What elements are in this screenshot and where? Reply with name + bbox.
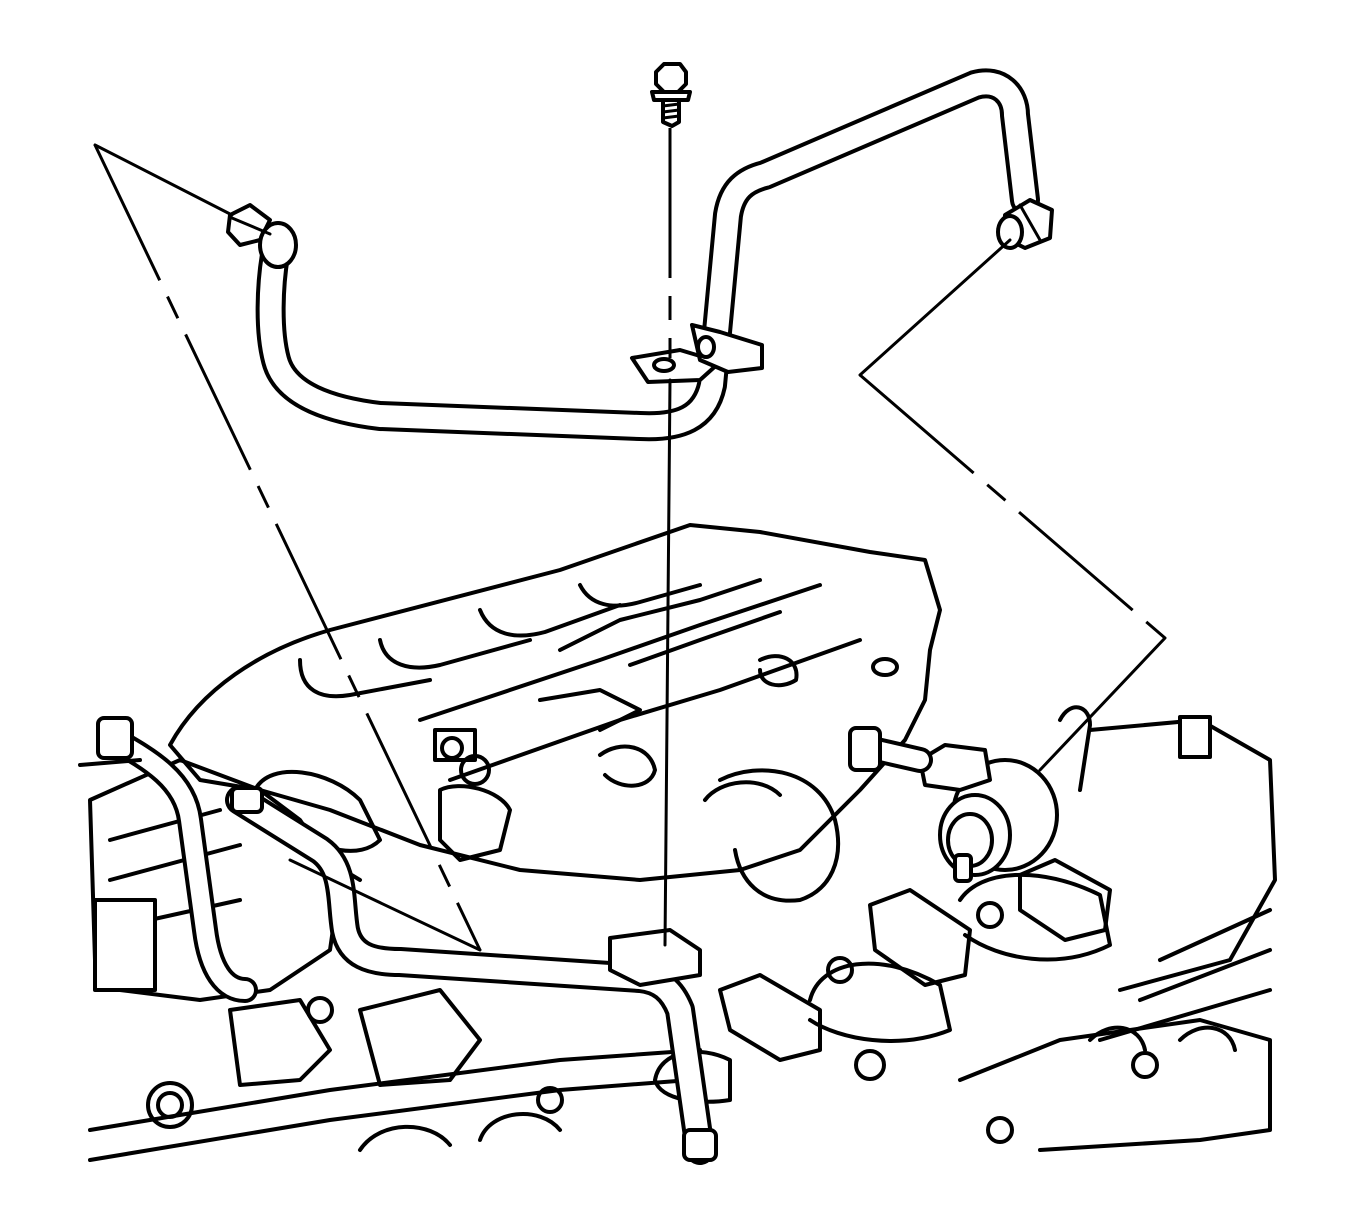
bolt-flange [650,90,692,102]
manifold-channel [558,578,762,652]
vacuum-valve-face [938,793,1012,877]
manifold-boss [871,657,899,677]
manifold-runner-3 [478,603,622,638]
left-leader-top [93,143,234,217]
lower-pipe-left-fitting [230,786,264,814]
upper-vacuum-pipe [226,68,1054,442]
center-bracket [438,784,512,862]
right-leader-bottom [1038,636,1167,772]
bolt-head [654,62,688,94]
upper-vacuum-pipe-inner [259,72,1036,438]
manifold-pad-2 [758,654,799,688]
right-lower-pads [1088,1025,1237,1052]
left-bracket [93,898,157,992]
coil-mount-2 [958,872,1112,962]
lower-vacuum-pipe-inner [229,789,711,1161]
right-connector [1178,715,1212,759]
manifold-pad-1 [598,744,657,788]
lower-pipe-clamp [608,928,702,987]
left-hose-cap [96,716,134,760]
lower-dome-2 [478,1112,562,1142]
right-leader-top [858,238,1012,377]
vacuum-valve-bracket [918,743,992,792]
upper-pipe-left-fitting [226,203,298,269]
lower-rail-2 [88,1078,692,1162]
right-leader-diag [859,373,1166,640]
manifold-runner-1 [298,658,432,699]
intake-manifold-outline [168,523,942,882]
valve-side-tube [1058,705,1092,792]
left-vacuum-hose-inner [106,731,254,999]
lower-bolt-5 [1131,1051,1159,1079]
ignition-coil-2 [868,888,972,987]
lower-rail [88,1048,702,1132]
lower-vacuum-pipe [225,785,718,1165]
lower-bolt-7 [826,956,854,984]
ignition-coil-3 [1018,858,1112,942]
valve-link-cap [848,726,882,772]
left-leader-diag-2 [288,858,482,952]
ignition-coil-1 [718,973,822,1062]
left-leader-diag-1 [93,144,482,951]
mounting-bolt [650,62,692,128]
coil-mount-1 [808,961,952,1043]
manifold-rib-mid [538,688,642,732]
lower-bolt-1 [306,996,334,1024]
throttle-body-rim [703,780,782,802]
lower-dome-3 [358,1124,452,1152]
manifold-rib-left [418,583,822,722]
throttle-body-elbow [718,768,841,903]
lower-sensor-housing [358,988,482,1087]
left-hose-stub [78,758,142,767]
lower-dome-1 [653,1049,732,1104]
center-bolt-head-2 [440,736,464,760]
lower-bolt-4 [986,1116,1014,1144]
upper-pipe-right-fitting [996,198,1054,250]
center-bolt-head [459,754,491,786]
lower-bolt-2 [536,1086,564,1114]
callout-lines [93,128,1167,952]
lower-pipe-end-fitting [682,1128,718,1162]
manifold-channel-2 [628,610,782,667]
lower-bolt-6 [976,901,1004,929]
lower-bracket-left [228,998,332,1087]
manifold-runner-4 [578,583,702,608]
vacuum-valve [918,743,1059,883]
vacuum-valve-nipple [953,853,973,883]
bolt-thread [661,102,681,120]
manifold-rib-right [448,638,862,782]
right-lower-block [958,1018,1272,1152]
bolt-center-line-lower [663,378,672,947]
left-round-fitting [146,1081,194,1129]
upper-pipe-mounting-clip [630,323,764,384]
lower-bolt-3 [854,1049,886,1081]
manifold-runner-2 [378,638,532,670]
